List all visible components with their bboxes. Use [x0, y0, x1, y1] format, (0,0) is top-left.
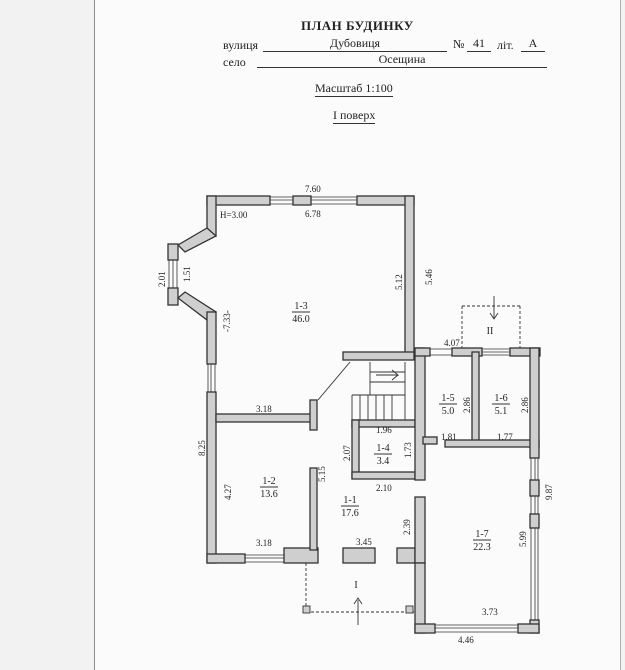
dim-239: 2.39 [402, 519, 412, 535]
window [270, 196, 293, 205]
dim-286b: 2.86 [520, 397, 530, 413]
dim-196: 1.96 [376, 425, 392, 435]
room-1-2-id: 1-2 [262, 476, 275, 487]
room-1-6-area: 5.1 [495, 406, 508, 417]
dim-286a: 2.86 [462, 397, 472, 413]
room-1-6-id: 1-6 [494, 393, 507, 404]
wall [529, 347, 540, 459]
height-note: Н=3.00 [220, 210, 248, 220]
village-value: Осещина [257, 52, 547, 68]
number-value: 41 [467, 36, 491, 52]
partition [351, 419, 360, 479]
wall [414, 623, 436, 634]
wall [414, 562, 426, 634]
room-1-4-area: 3.4 [377, 456, 390, 467]
wall [206, 553, 246, 564]
room-1-4-id: 1-4 [376, 443, 389, 454]
dim-318a: 3.18 [256, 404, 272, 414]
dim-151: 1.51 [182, 266, 192, 282]
dim-173: 1.73 [403, 442, 413, 458]
dim-427: 4.27 [223, 484, 233, 500]
dim-345: 3.45 [356, 537, 372, 547]
wall [283, 547, 319, 564]
village-label: село [223, 55, 246, 69]
entrance-1-label: І [354, 580, 357, 591]
scale-note: Масштаб 1:100 [315, 81, 393, 97]
room-1-1-id: 1-1 [343, 495, 356, 506]
document-title: ПЛАН БУДИНКУ [301, 18, 414, 33]
porch-outline [302, 296, 521, 625]
window [311, 196, 357, 205]
room-label-underlines [260, 311, 510, 541]
dim-446: 4.46 [458, 635, 474, 645]
lit-value: А [521, 36, 545, 52]
wall [404, 195, 415, 357]
dim-181: 1.81 [441, 432, 457, 442]
dim-201: 2.01 [157, 271, 167, 287]
wall [529, 513, 540, 529]
wall [292, 195, 312, 206]
wall [396, 547, 416, 564]
dim-987: 9.87 [544, 484, 554, 500]
room-1-7-area: 22.3 [473, 542, 491, 553]
room-1-5-area: 5.0 [442, 406, 455, 417]
lit-label: літ. [497, 38, 514, 52]
room-1-5-id: 1-5 [441, 393, 454, 404]
wall [529, 479, 540, 497]
dim-512: 5.12 [394, 274, 404, 290]
window [530, 458, 539, 480]
wall [206, 311, 217, 365]
dim-207: 2.07 [342, 445, 352, 461]
wall [342, 547, 376, 564]
window [207, 364, 216, 392]
partition [422, 436, 438, 445]
dim-678: 6.78 [305, 209, 321, 219]
dim-210: 2.10 [376, 483, 392, 493]
window [530, 528, 539, 620]
wall [414, 347, 431, 357]
room-1-7-id: 1-7 [475, 529, 488, 540]
room-1-3-area: 46.0 [292, 314, 310, 325]
entrance-2-label: ІІ [487, 326, 494, 337]
bay-window [168, 260, 178, 288]
dim-318b: 3.18 [256, 538, 272, 548]
door-entrance-2 [430, 348, 452, 356]
bay-wall [167, 287, 179, 306]
dim-825: 8.25 [197, 440, 207, 456]
room-1-1-area: 17.6 [341, 508, 359, 519]
wall [342, 351, 415, 361]
wall [414, 496, 426, 564]
dim-373: 3.73 [482, 607, 498, 617]
room-1-2-area: 13.6 [260, 489, 278, 500]
bay-wall [167, 243, 179, 261]
partition [309, 399, 318, 431]
wall [414, 347, 426, 481]
stairs [317, 361, 406, 421]
street-value: Дубовиця [263, 36, 447, 52]
window [482, 348, 510, 356]
bay-wall [176, 227, 218, 253]
window [245, 554, 284, 563]
dim-760: 7.60 [305, 184, 321, 194]
dim-733: -7.33- [222, 310, 232, 332]
floor-note: І поверх [333, 108, 376, 124]
number-label: № [453, 37, 465, 51]
partition [351, 471, 416, 480]
dim-407: 4.07 [444, 338, 460, 348]
window [435, 624, 518, 633]
wall [517, 623, 540, 634]
dim-599: 5.99 [518, 531, 528, 547]
window [530, 496, 539, 514]
street-label: вулиця [223, 38, 259, 52]
room-1-3-id: 1-3 [294, 301, 307, 312]
partition [444, 439, 540, 448]
dim-515: 5.15 [317, 466, 327, 482]
wall [206, 391, 217, 564]
dim-177: 1.77 [497, 432, 513, 442]
partition [309, 467, 318, 551]
dim-546: 5.46 [424, 269, 434, 285]
partition [471, 351, 480, 445]
partition [215, 413, 313, 423]
